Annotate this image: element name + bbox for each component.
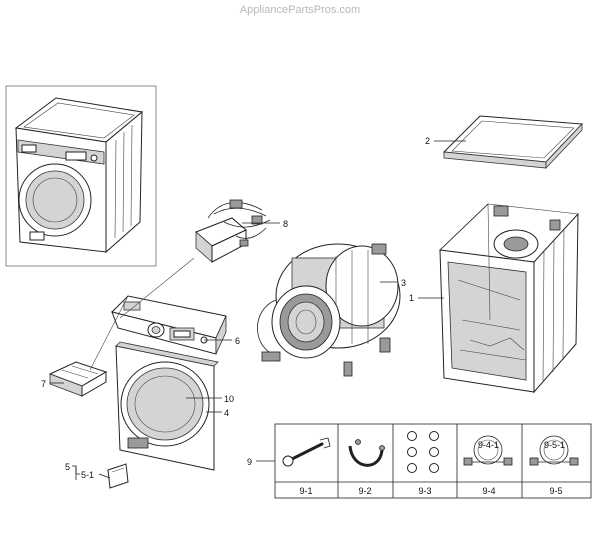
- part-pcb-harness: [195, 199, 271, 263]
- part-top-cover: [442, 115, 584, 170]
- watermark-text: AppliancePartsPros.com: [239, 4, 361, 16]
- table-cell-9-1: 9-1: [299, 486, 312, 496]
- callout-2: 2: [425, 136, 430, 146]
- part-front-panel: [115, 341, 219, 471]
- part-filter-cover: [107, 463, 129, 489]
- part-detergent-drawer: [48, 361, 108, 397]
- part-tub-assembly: [257, 243, 401, 377]
- callout-3: 3: [401, 278, 406, 288]
- part-cabinet: [439, 203, 579, 394]
- callout-9: 9: [247, 457, 252, 467]
- accessory-hose-guide: [348, 439, 385, 467]
- accessory-table: [256, 423, 592, 499]
- table-cell-9-5: 9-5: [549, 486, 562, 496]
- callout-8: 8: [283, 219, 288, 229]
- callout-9-5-1: 9-5-1: [544, 440, 565, 450]
- callout-5: 5: [65, 462, 70, 472]
- part-control-panel: [111, 295, 227, 355]
- table-cell-9-4: 9-4: [482, 486, 495, 496]
- accessory-hose-cold: [463, 435, 513, 466]
- assembled-washer-inset: [5, 85, 157, 267]
- accessory-caps: [407, 431, 439, 473]
- callout-7: 7: [41, 379, 46, 389]
- callout-6: 6: [235, 336, 240, 346]
- callout-5-1: 5-1: [81, 470, 94, 480]
- accessory-wrench: [282, 437, 331, 467]
- callout-4: 4: [224, 408, 229, 418]
- accessory-hose-hot: [529, 435, 579, 466]
- callout-1: 1: [409, 293, 414, 303]
- callout-9-4-1: 9-4-1: [478, 440, 499, 450]
- table-cell-9-2: 9-2: [358, 486, 371, 496]
- callout-10: 10: [224, 394, 234, 404]
- callout-leaders: [50, 140, 466, 480]
- table-cell-9-3: 9-3: [418, 486, 431, 496]
